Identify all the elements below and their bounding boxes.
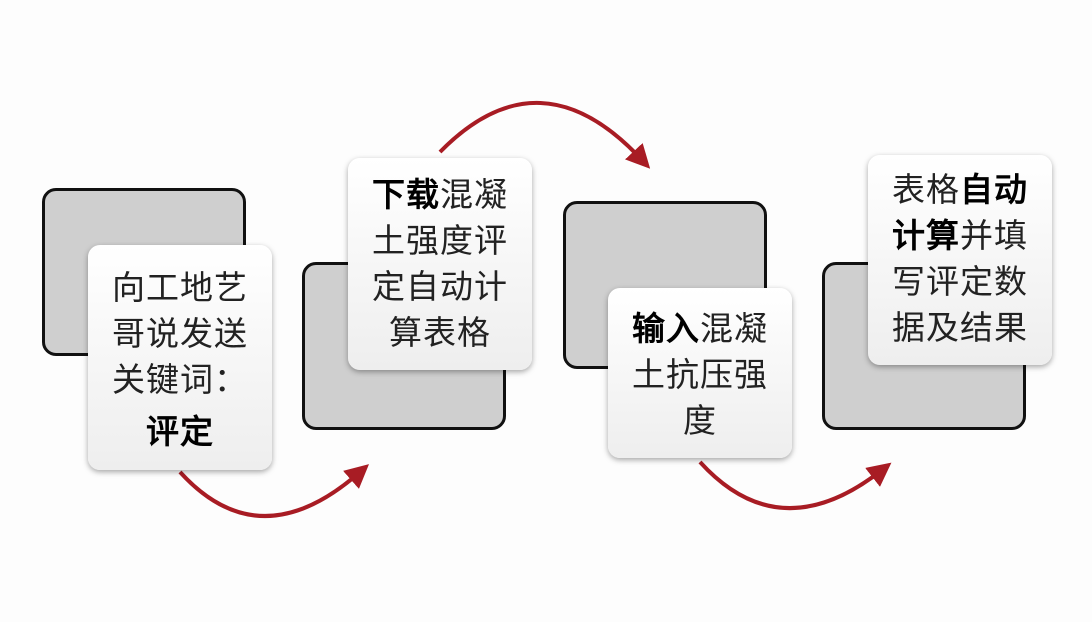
step4-card: 表格自动 计算并填 写评定数 据及结果	[868, 155, 1052, 365]
step2-card: 下载混凝 土强度评 定自动计 算表格	[348, 158, 532, 370]
text: 土强度评	[372, 221, 508, 260]
text: 混凝	[700, 309, 768, 348]
text: 定自动计	[372, 267, 508, 306]
arrow-step1-to-2	[178, 464, 370, 518]
step1-card: 向工地艺 哥说发送 关键词： 评定	[88, 245, 272, 470]
text: 表格	[892, 170, 960, 209]
text: 土抗压强	[632, 355, 768, 394]
arrow-step2-to-3	[438, 100, 651, 169]
text: 度	[683, 401, 717, 440]
text: 混凝	[440, 175, 508, 214]
text: 哥说发送	[112, 314, 248, 353]
text: 据及结果	[892, 308, 1028, 347]
arrow-step3-to-4	[698, 460, 892, 510]
text-bold: 输入	[632, 309, 700, 348]
text: 算表格	[389, 313, 491, 352]
text-bold: 下载	[372, 175, 440, 214]
keyword: 评定	[146, 412, 214, 451]
text-bold: 自动	[960, 170, 1028, 209]
text: 关键词：	[112, 360, 248, 399]
step3-card: 输入混凝 土抗压强 度	[608, 288, 792, 458]
text: 写评定数	[892, 262, 1028, 301]
text: 并填	[960, 216, 1028, 255]
text: 向工地艺	[112, 268, 248, 307]
text-bold: 计算	[892, 216, 960, 255]
